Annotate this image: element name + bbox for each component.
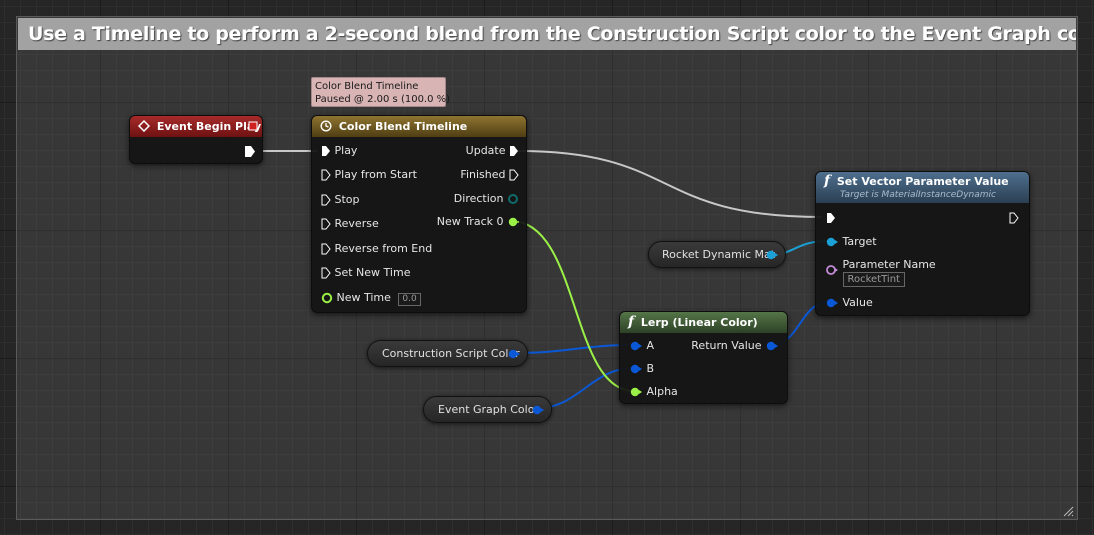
finished-label: Finished: [460, 168, 506, 181]
update-label: Update: [465, 144, 506, 157]
play-label: Play: [334, 144, 358, 157]
new-time-input[interactable]: 0.0: [398, 293, 421, 306]
stop-pin[interactable]: Stop: [321, 193, 360, 207]
lerp-alpha-pin[interactable]: Alpha: [629, 385, 678, 399]
parameter-name-label: Parameter Name: [842, 258, 936, 271]
exec-in-connected-icon[interactable]: [826, 212, 836, 224]
rocket-dynamic-mat-variable[interactable]: Rocket Dynamic Mat: [648, 241, 786, 268]
return-value-pin[interactable]: Return Value: [691, 339, 779, 353]
struct-wire-csc-to-a: [510, 344, 635, 354]
reverse-from-end-label: Reverse from End: [334, 242, 433, 255]
lerp-header[interactable]: f Lerp (Linear Color): [620, 312, 787, 333]
set-vector-header[interactable]: f Set Vector Parameter Value Target is M…: [816, 172, 1029, 203]
comment-title[interactable]: Use a Timeline to perform a 2-second ble…: [18, 18, 1076, 50]
timeline-status-tooltip: Color Blend Timeline Paused @ 2.00 s (10…: [311, 77, 451, 107]
new-time-label: New Time: [336, 291, 391, 304]
lerp-a-label: A: [646, 339, 655, 352]
struct-in-connected-icon: [826, 298, 838, 308]
exec-in-connected-icon: [322, 146, 330, 156]
exec-in-icon: [321, 218, 331, 230]
construction-script-color-variable[interactable]: Construction Script Color: [367, 340, 528, 367]
update-pin[interactable]: Update: [466, 144, 519, 158]
new-time-pin[interactable]: New Time 0.0: [321, 291, 421, 306]
exec-in-icon: [321, 243, 331, 255]
target-pin[interactable]: Target: [825, 235, 877, 249]
event-begin-play-title: Event Begin Play: [156, 120, 262, 133]
reverse-label: Reverse: [334, 217, 379, 230]
set-new-time-pin[interactable]: Set New Time: [321, 266, 410, 280]
new-track-0-label: New Track 0: [436, 215, 504, 228]
parameter-name-pin[interactable]: Parameter Name RocketTint: [825, 258, 936, 287]
exec-in-icon: [321, 194, 331, 206]
direction-pin[interactable]: Direction: [454, 192, 519, 206]
exec-out-connected-icon: [510, 146, 518, 156]
object-out-connected-icon[interactable]: [765, 249, 779, 261]
clock-icon: [320, 120, 332, 132]
lerp-b-pin[interactable]: B: [629, 362, 654, 376]
lerp-linear-color-node[interactable]: f Lerp (Linear Color) A B Alpha Return V…: [619, 311, 788, 404]
stop-label: Stop: [334, 193, 360, 206]
event-begin-play-node[interactable]: Event Begin Play: [129, 115, 263, 164]
struct-out-connected-icon[interactable]: [507, 348, 521, 360]
lerp-title: Lerp (Linear Color): [640, 316, 758, 329]
lerp-alpha-label: Alpha: [646, 385, 678, 398]
color-blend-timeline-node[interactable]: Color Blend Timeline Play Play from Star…: [311, 115, 527, 313]
lerp-a-pin[interactable]: A: [629, 339, 654, 353]
tooltip-line-2: Paused @ 2.00 s (100.0 %): [315, 94, 451, 105]
object-in-connected-icon: [826, 237, 838, 247]
set-vector-subtitle: Target is MaterialInstanceDynamic: [840, 190, 996, 200]
lerp-b-label: B: [646, 362, 655, 375]
float-wire-track-to-alpha: [510, 220, 635, 392]
exec-out-pin-icon[interactable]: [244, 145, 256, 158]
play-pin[interactable]: Play: [321, 144, 357, 158]
float-out-connected-icon: [508, 217, 519, 227]
tooltip-line-1: Color Blend Timeline: [315, 81, 419, 92]
value-label: Value: [842, 296, 873, 309]
float-in-connected-icon: [630, 387, 642, 397]
struct-out-connected-icon[interactable]: [531, 404, 545, 416]
name-in-icon: [826, 265, 838, 275]
reverse-pin[interactable]: Reverse: [321, 217, 379, 231]
struct-in-connected-icon: [630, 341, 642, 351]
value-pin[interactable]: Value: [825, 296, 873, 310]
exec-out-icon: [509, 169, 519, 181]
timeline-header[interactable]: Color Blend Timeline: [312, 116, 526, 137]
new-track-0-pin[interactable]: New Track 0: [437, 215, 519, 229]
finished-pin[interactable]: Finished: [460, 168, 519, 182]
parameter-name-input[interactable]: RocketTint: [842, 272, 905, 287]
exec-wire-update-to-set: [517, 150, 823, 218]
enum-out-icon: [508, 194, 518, 204]
event-graph-color-variable[interactable]: Event Graph Color: [423, 396, 552, 423]
float-in-icon: [321, 292, 333, 304]
function-f-icon: f: [628, 314, 635, 330]
diamond-event-icon: [137, 119, 151, 133]
function-f-icon: f: [824, 173, 831, 189]
resize-grip-icon[interactable]: [1062, 505, 1074, 517]
target-label: Target: [842, 235, 877, 248]
construction-script-color-label: Construction Script Color: [382, 347, 520, 360]
set-vector-title: Set Vector Parameter Value: [836, 175, 1009, 188]
exec-out-icon[interactable]: [1009, 212, 1019, 224]
exec-in-icon: [321, 169, 331, 181]
return-value-label: Return Value: [691, 339, 762, 352]
timeline-title: Color Blend Timeline: [338, 120, 468, 133]
exec-in-icon: [321, 267, 331, 279]
event-begin-play-header[interactable]: Event Begin Play: [130, 116, 262, 137]
set-vector-parameter-node[interactable]: f Set Vector Parameter Value Target is M…: [815, 171, 1030, 316]
struct-out-connected-icon: [766, 341, 778, 351]
reverse-from-end-pin[interactable]: Reverse from End: [321, 242, 432, 256]
event-graph-color-label: Event Graph Color: [438, 403, 539, 416]
play-from-start-label: Play from Start: [334, 168, 417, 181]
set-new-time-label: Set New Time: [334, 266, 411, 279]
direction-label: Direction: [453, 192, 504, 205]
delegate-square-icon[interactable]: [248, 121, 258, 131]
play-from-start-pin[interactable]: Play from Start: [321, 168, 417, 182]
struct-in-connected-icon: [630, 364, 642, 374]
rocket-dynamic-mat-label: Rocket Dynamic Mat: [662, 248, 776, 261]
